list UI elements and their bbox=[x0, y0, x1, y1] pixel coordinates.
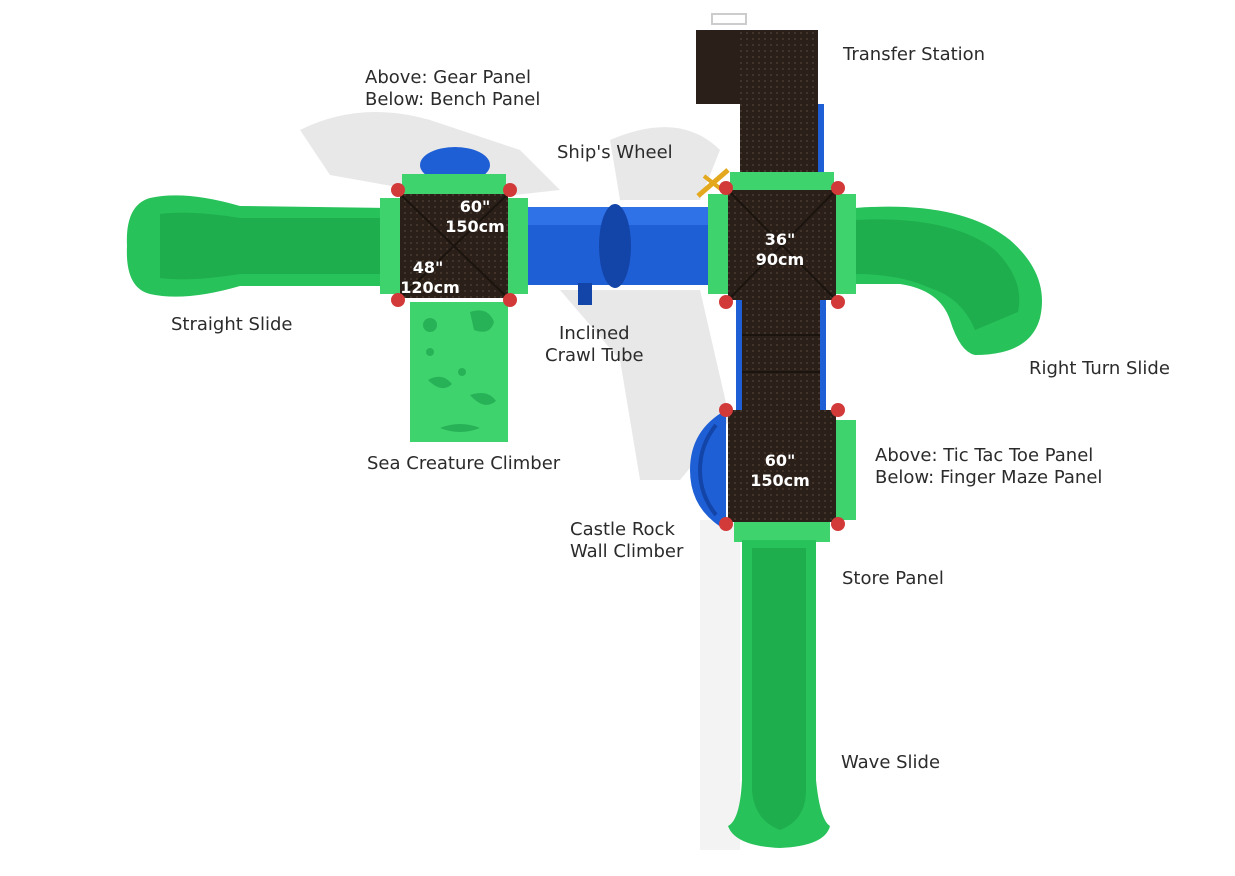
transfer-station bbox=[696, 13, 824, 194]
label-wave-slide: Wave Slide bbox=[841, 752, 940, 774]
label-text: Store Panel bbox=[842, 568, 944, 589]
sea-creature-climber bbox=[410, 302, 508, 442]
label-text: Right Turn Slide bbox=[1029, 358, 1170, 379]
label-sea-creature-climber: Sea Creature Climber bbox=[367, 453, 560, 475]
deck-left-upper-in: 60" bbox=[460, 197, 491, 216]
deck-center-in: 36" bbox=[765, 230, 796, 249]
deck-bottom-in: 60" bbox=[765, 451, 796, 470]
deck-left-lower-cm: 120cm bbox=[400, 278, 460, 297]
deck-left-upper-cm: 150cm bbox=[445, 217, 505, 236]
label-text: Wall Climber bbox=[570, 541, 684, 562]
label-store-panel: Store Panel bbox=[842, 568, 944, 590]
label-text: Castle Rock bbox=[570, 519, 675, 540]
inclined-crawl-tube bbox=[515, 204, 715, 305]
label-text: Above: Tic Tac Toe Panel bbox=[875, 445, 1094, 466]
label-text: Ship's Wheel bbox=[557, 142, 673, 163]
label-text: Sea Creature Climber bbox=[367, 453, 561, 474]
walkway-bridge bbox=[736, 300, 826, 410]
label-right-turn-slide: Right Turn Slide bbox=[1029, 358, 1170, 380]
label-text: Above: Gear Panel bbox=[365, 67, 531, 88]
label-text: Below: Bench Panel bbox=[365, 89, 541, 110]
bottom-tower bbox=[719, 403, 856, 542]
deck-center-cm: 90cm bbox=[756, 250, 804, 269]
label-ships-wheel: Ship's Wheel bbox=[557, 142, 673, 164]
label-text: Below: Finger Maze Panel bbox=[875, 467, 1103, 488]
label-gear-bench-panel: Above: Gear Panel Below: Bench Panel bbox=[365, 67, 540, 111]
label-text: Straight Slide bbox=[171, 314, 293, 335]
right-turn-slide bbox=[855, 206, 1042, 355]
deck-bottom-cm: 150cm bbox=[750, 471, 810, 490]
ships-wheel-icon bbox=[696, 168, 730, 198]
label-text: Inclined bbox=[559, 323, 630, 344]
wave-slide bbox=[728, 540, 830, 848]
label-text: Transfer Station bbox=[843, 44, 986, 65]
deck-left-lower-in: 48" bbox=[413, 258, 444, 277]
label-castle-rock-wall-climber: Castle Rock Wall Climber bbox=[570, 519, 683, 563]
straight-slide bbox=[126, 195, 395, 297]
label-straight-slide: Straight Slide bbox=[171, 314, 292, 336]
label-tic-tac-toe-finger-maze: Above: Tic Tac Toe Panel Below: Finger M… bbox=[875, 445, 1102, 489]
left-tower bbox=[380, 147, 528, 307]
label-text: Crawl Tube bbox=[545, 345, 644, 366]
label-text: Wave Slide bbox=[841, 752, 941, 773]
center-tower bbox=[708, 172, 856, 309]
castle-rock-wall-climber bbox=[690, 410, 726, 530]
label-transfer-station: Transfer Station bbox=[843, 44, 985, 66]
label-inclined-crawl-tube: Inclined Crawl Tube bbox=[545, 323, 644, 367]
